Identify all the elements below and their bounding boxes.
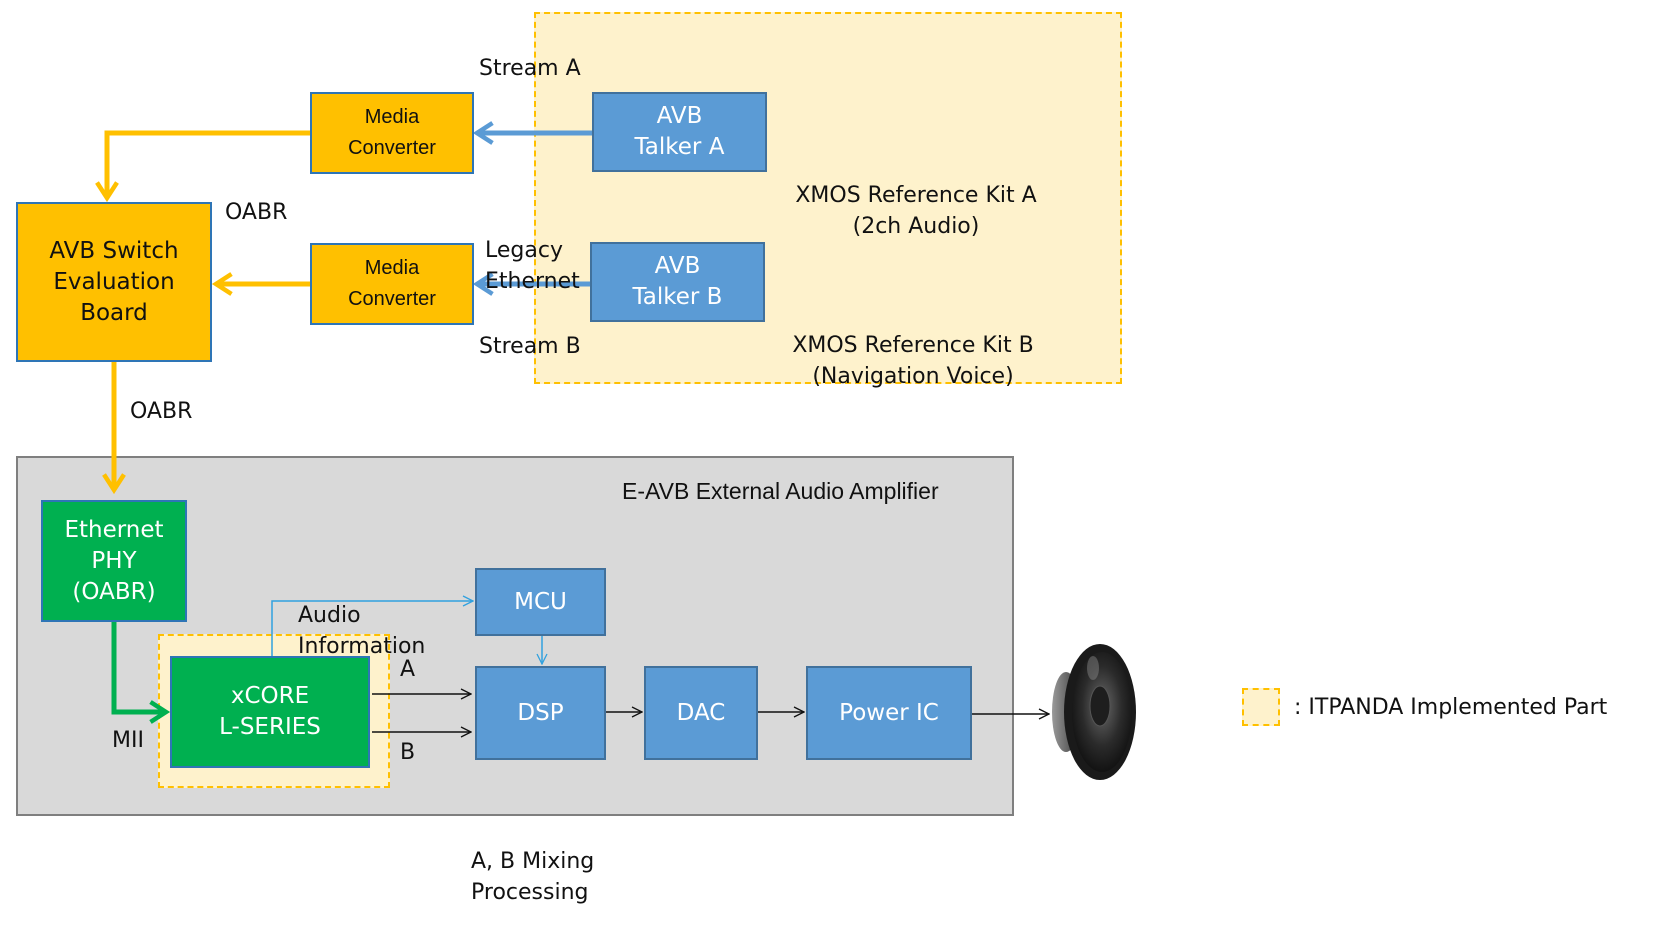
power-ic-block: Power IC [806,666,972,760]
mixing-line2: Processing [471,880,589,905]
avb-talker-b-line2: Talker B [632,284,723,310]
avb-talker-a: AVB Talker A [592,92,767,172]
avb-switch-line2: Evaluation [53,268,175,295]
stream-b-label: Stream B [479,334,581,359]
channel-a-label: A [400,657,416,682]
media-converter-b-line2: Converter [348,288,436,310]
connection-lines [95,121,1136,780]
kit-b-label: XMOS Reference Kit B (Navigation Voice) [768,268,1058,423]
legend-text: : ITPANDA Implemented Part [1294,695,1608,720]
mcu-label: MCU [514,588,567,615]
oabr-arrow-top [95,130,310,203]
dsp-block: DSP [475,666,606,760]
avb-talker-b: AVB Talker B [590,242,765,322]
power-ic-label: Power IC [839,699,939,726]
mii-label: MII [112,728,144,753]
dac-block: DAC [644,666,758,760]
avb-talker-a-line2: Talker A [634,134,725,160]
avb-talker-b-line1: AVB [654,253,701,279]
channel-b-label: B [400,740,416,765]
kit-a-label-line2: (2ch Audio) [852,214,980,239]
avb-switch-line3: Board [80,299,148,326]
legend-swatch [1242,688,1280,726]
media-converter-b-line1: Media [364,257,420,279]
mcu-block: MCU [475,568,606,636]
ethernet-phy-line1: Ethernet [64,516,164,543]
ethernet-phy-line3: (OABR) [72,578,156,605]
oabr-label-bottom: OABR [130,399,193,424]
oabr-label-top: OABR [225,200,288,225]
audio-information-line2: Information [298,634,426,659]
audio-info-line [271,601,473,656]
mixing-line1: A, B Mixing [471,849,595,874]
speaker-icon [1052,644,1136,780]
ethernet-phy-line2: PHY [91,547,137,574]
media-converter-a-line2: Converter [348,137,436,159]
xcore-line2: L-SERIES [219,714,321,740]
legacy-ethernet-line1: Legacy [485,238,563,263]
avb-talker-a-line1: AVB [656,103,703,129]
media-converter-a-line1: Media [364,106,420,128]
kit-b-label-line1: XMOS Reference Kit B [792,333,1034,358]
xcore-l-series: xCORE L-SERIES [170,656,370,768]
kit-a-label: XMOS Reference Kit A (2ch Audio) [771,118,1061,273]
audio-information-line1: Audio [298,603,361,628]
kit-b-label-line2: (Navigation Voice) [812,364,1014,389]
mii-arrow [111,622,171,724]
amplifier-title: E-AVB External Audio Amplifier [622,478,939,504]
dsp-label: DSP [517,699,564,726]
avb-switch-line1: AVB Switch [49,237,179,264]
itpanda-region-kits [534,12,1122,384]
kit-a-label-line1: XMOS Reference Kit A [795,183,1037,208]
legacy-ethernet-line2: Ethernet [485,269,580,294]
xcore-line1: xCORE [230,683,310,709]
dac-label: DAC [676,699,726,726]
stream-a-label: Stream A [479,56,581,81]
